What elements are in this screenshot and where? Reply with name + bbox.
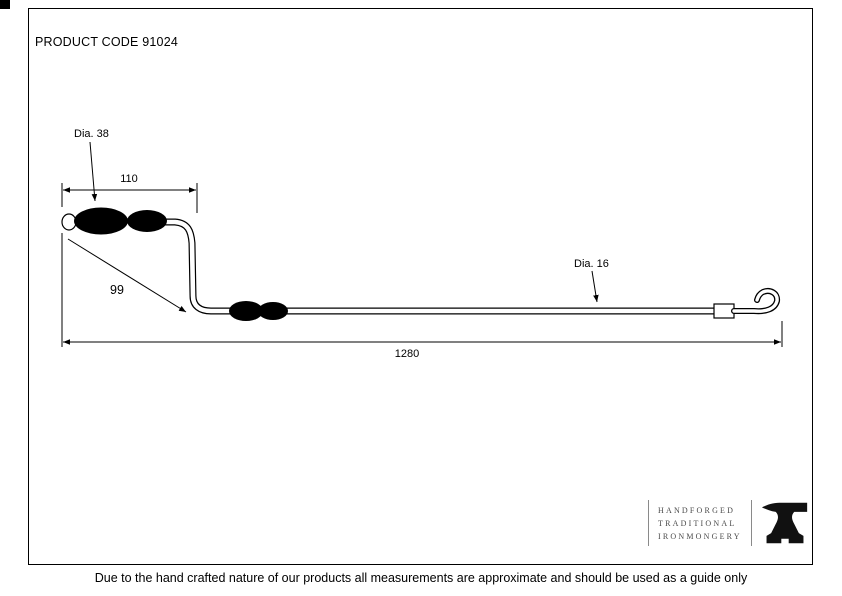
brand-line-1: HANDFORGED <box>658 505 736 515</box>
handle-tip <box>61 213 77 231</box>
dim-dia16-label: Dia. 16 <box>574 258 609 270</box>
brand-divider-right <box>750 500 752 546</box>
dim-99-label: 99 <box>110 283 124 297</box>
anvil-icon <box>761 502 807 544</box>
dim-dia16-leader <box>591 270 599 303</box>
dim-dia38-label: Dia. 38 <box>74 128 109 140</box>
dim-110 <box>61 183 198 213</box>
disclaimer-text: Due to the hand crafted nature of our pr… <box>94 571 748 585</box>
brand-line-2: TRADITIONAL <box>658 518 737 528</box>
dim-1280 <box>61 233 783 347</box>
dim-1280-label: 1280 <box>395 348 419 360</box>
handle-grip-small <box>127 210 167 232</box>
branding-block: HANDFORGED TRADITIONAL IRONMONGERY <box>648 499 809 547</box>
drawing-frame: PRODUCT CODE 91024 <box>28 8 813 565</box>
product-code-label: PRODUCT CODE 91024 <box>35 35 178 49</box>
dim-99-leader <box>67 238 187 313</box>
brand-divider-left <box>648 500 649 546</box>
corner-mark <box>0 0 10 9</box>
dim-dia38-leader <box>89 141 98 202</box>
pole-shaft <box>160 218 714 315</box>
dim-110-label: 110 <box>120 173 138 185</box>
pole-drawing <box>61 207 781 321</box>
brand-text: HANDFORGED TRADITIONAL IRONMONGERY <box>658 504 742 543</box>
shaft-knop-2 <box>258 302 288 320</box>
brand-line-3: IRONMONGERY <box>658 531 742 541</box>
handle-grip-large <box>74 207 128 235</box>
shaft-knop-1 <box>229 301 263 321</box>
